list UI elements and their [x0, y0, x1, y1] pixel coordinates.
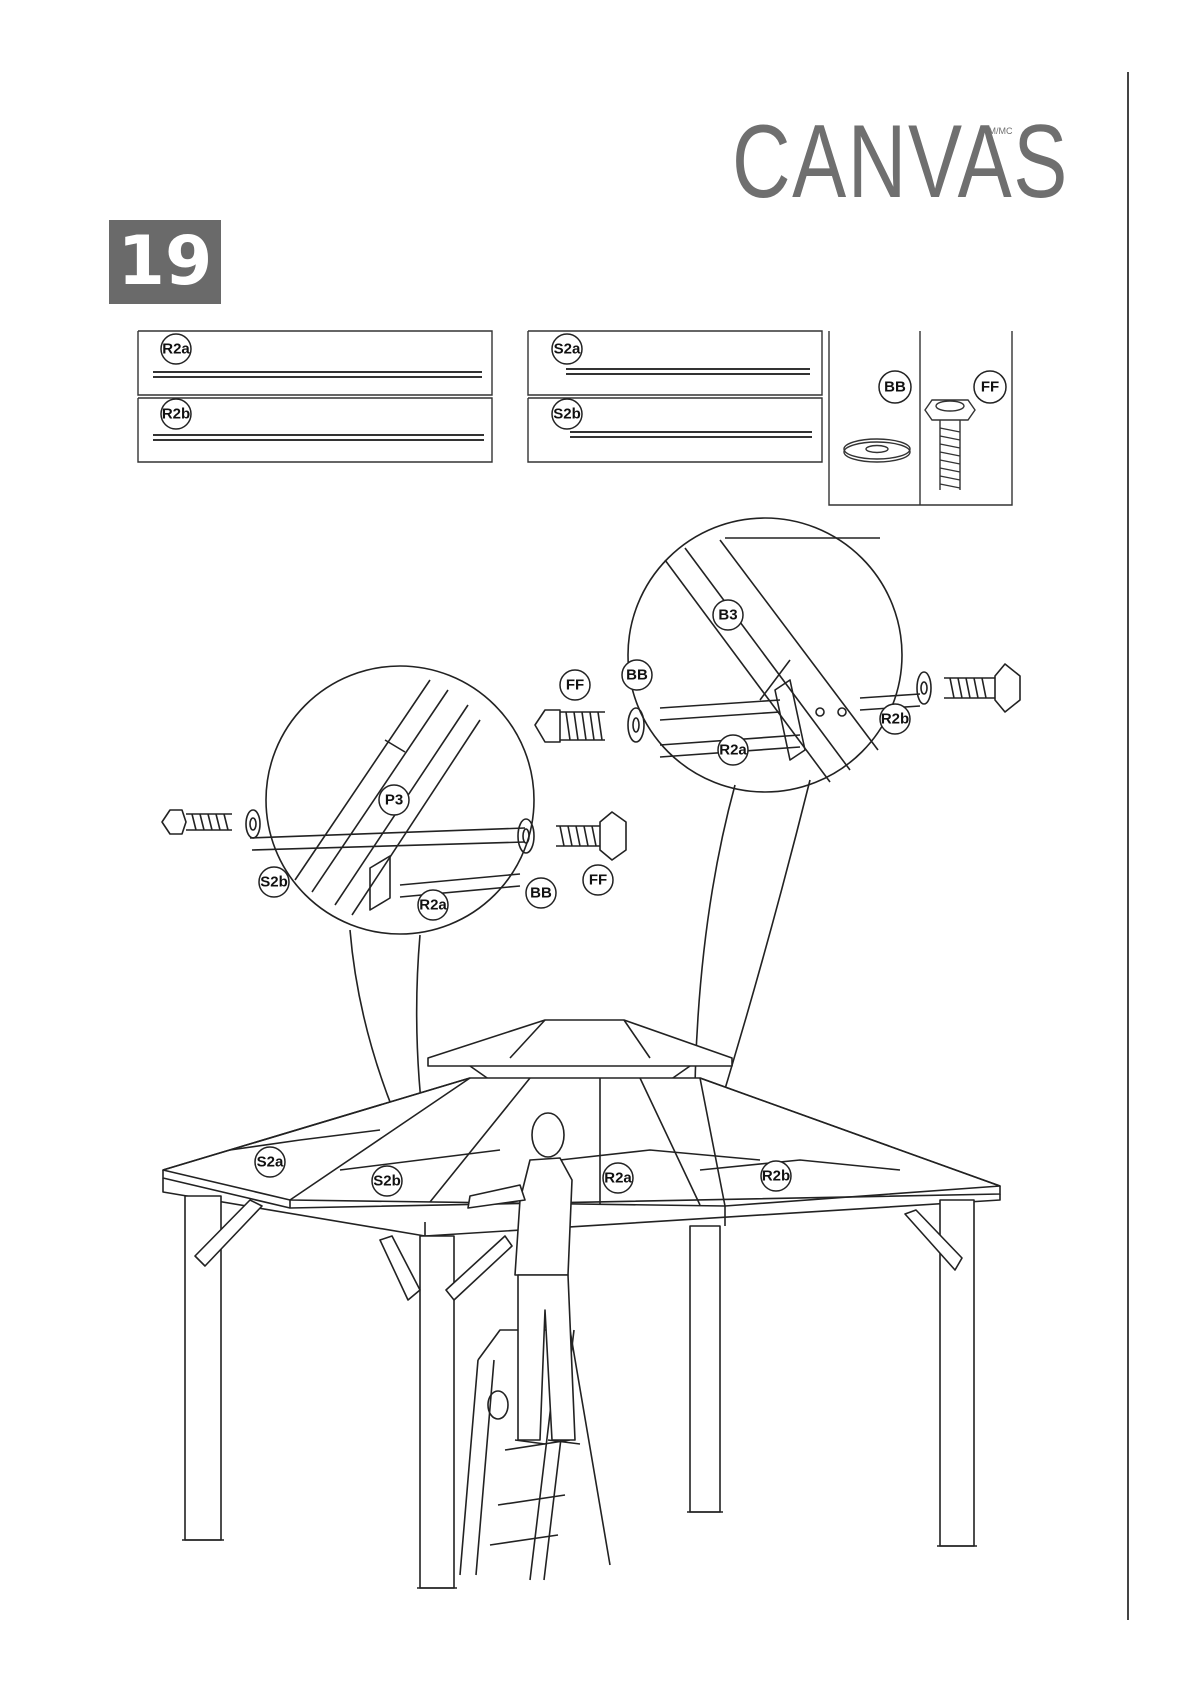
gazebo	[163, 1020, 1000, 1588]
label-gazebo-s2a: S2a	[257, 1154, 284, 1171]
label-p3: P3	[385, 792, 403, 809]
label-gazebo-r2b: R2b	[762, 1168, 790, 1185]
label-right-ff: FF	[566, 677, 584, 694]
label-right-bb: BB	[626, 667, 648, 684]
label-b3: B3	[718, 607, 737, 624]
label-right-r2b: R2b	[881, 711, 909, 728]
label-left-s2b: S2b	[260, 874, 288, 891]
right-detail-view	[535, 518, 1020, 1170]
label-left-bb: BB	[530, 885, 552, 902]
label-left-ff: FF	[589, 872, 607, 889]
label-right-r2a: R2a	[719, 742, 747, 759]
label-left-r2a: R2a	[419, 897, 447, 914]
label-gazebo-r2a: R2a	[604, 1170, 632, 1187]
label-gazebo-s2b: S2b	[373, 1173, 401, 1190]
